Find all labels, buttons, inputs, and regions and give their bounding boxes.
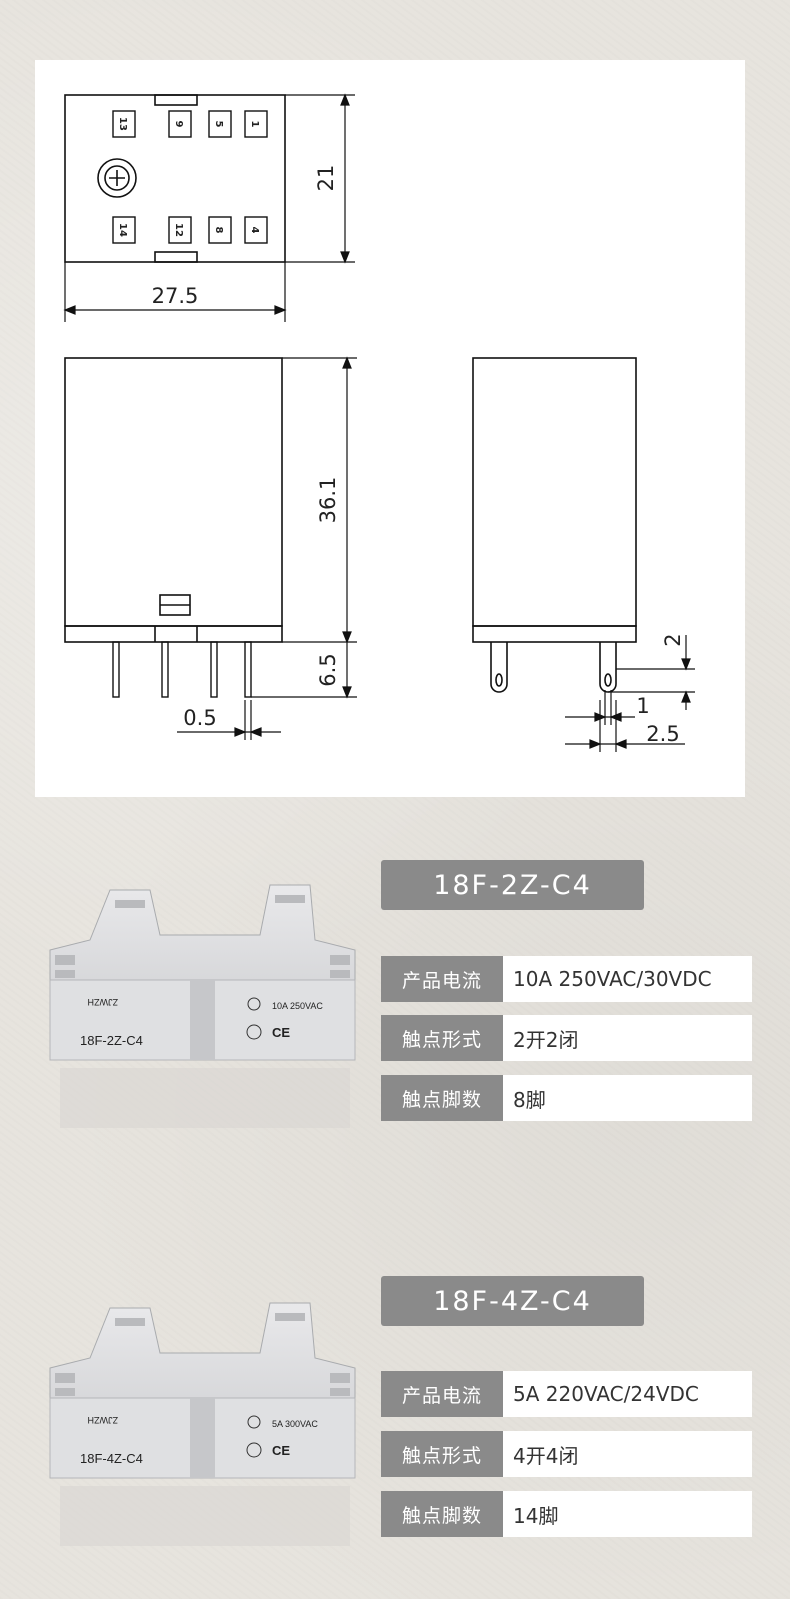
dimension-height: 36.1 bbox=[316, 477, 340, 524]
pin-label: 9 bbox=[173, 121, 184, 128]
side-pin-right bbox=[599, 642, 617, 693]
spec-key: 触点脚数 bbox=[381, 1075, 503, 1121]
dimension-pin-width: 2.5 bbox=[646, 722, 679, 746]
pin-label: 4 bbox=[249, 227, 260, 234]
relay-socket-image-2: ZJWZH 18F-4Z-C4 5A 300VAC CE bbox=[40, 1298, 370, 1558]
spec-value: 4开4闭 bbox=[503, 1431, 752, 1477]
spec-row: 触点形式 2开2闭 bbox=[381, 1015, 752, 1061]
top-view-notch-bottom bbox=[154, 251, 198, 263]
spec-key: 产品电流 bbox=[381, 956, 503, 1002]
csa-mark-icon bbox=[246, 1024, 262, 1040]
side-view-outline bbox=[472, 357, 637, 627]
front-view-outline bbox=[64, 357, 283, 627]
ul-mark-icon bbox=[247, 997, 261, 1011]
spec-row: 触点形式 4开4闭 bbox=[381, 1431, 752, 1477]
ce-mark-icon: CE bbox=[272, 1025, 290, 1040]
spec-value: 5A 220VAC/24VDC bbox=[503, 1371, 752, 1417]
front-view-base bbox=[64, 625, 283, 643]
dimension-pin-thickness: 0.5 bbox=[183, 706, 216, 730]
pin-label: 14 bbox=[117, 223, 128, 237]
spec-key: 产品电流 bbox=[381, 1371, 503, 1417]
pin-label: 12 bbox=[173, 223, 184, 237]
csa-mark-icon bbox=[246, 1442, 262, 1458]
dimension-pin-offset: 2 bbox=[661, 633, 685, 646]
side-view-base bbox=[472, 625, 637, 643]
socket-model-label: 18F-2Z-C4 bbox=[80, 1033, 143, 1048]
socket-model-label: 18F-4Z-C4 bbox=[80, 1451, 143, 1466]
spec-key: 触点形式 bbox=[381, 1431, 503, 1477]
socket-brand-mark: ZJWZH bbox=[88, 997, 119, 1007]
spec-row: 触点脚数 14脚 bbox=[381, 1491, 752, 1537]
ce-mark-icon: CE bbox=[272, 1443, 290, 1458]
dimension-depth: 21 bbox=[314, 165, 338, 192]
spec-row: 触点脚数 8脚 bbox=[381, 1075, 752, 1121]
pin-label: 1 bbox=[249, 121, 260, 128]
spec-value: 2开2闭 bbox=[503, 1015, 752, 1061]
spec-row: 产品电流 5A 220VAC/24VDC bbox=[381, 1371, 752, 1417]
pin-label: 5 bbox=[213, 121, 224, 128]
product-model-title: 18F-4Z-C4 bbox=[381, 1276, 644, 1326]
dimension-pin-length: 6.5 bbox=[316, 653, 340, 686]
dimension-width: 27.5 bbox=[152, 284, 199, 308]
spec-value: 10A 250VAC/30VDC bbox=[503, 956, 752, 1002]
socket-rating-label: 10A 250VAC bbox=[272, 1001, 323, 1011]
side-pin-left bbox=[490, 642, 508, 693]
relay-dimension-drawing: 13 9 5 1 14 12 8 4 27.5 21 bbox=[63, 93, 695, 752]
spec-row: 产品电流 10A 250VAC/30VDC bbox=[381, 956, 752, 1002]
socket-brand-mark: ZJWZH bbox=[88, 1415, 119, 1425]
test-button-icon bbox=[97, 158, 137, 198]
socket-rating-label: 5A 300VAC bbox=[272, 1419, 318, 1429]
spec-key: 触点脚数 bbox=[381, 1491, 503, 1537]
product-model-title: 18F-2Z-C4 bbox=[381, 860, 644, 910]
dimension-pin-hole: 1 bbox=[636, 694, 649, 718]
pin-label: 13 bbox=[117, 117, 128, 131]
spec-key: 触点形式 bbox=[381, 1015, 503, 1061]
spec-value: 8脚 bbox=[503, 1075, 752, 1121]
spec-value: 14脚 bbox=[503, 1491, 752, 1537]
ul-mark-icon bbox=[247, 1415, 261, 1429]
dimension-drawing-panel: 13 9 5 1 14 12 8 4 27.5 21 bbox=[35, 60, 745, 797]
relay-socket-image-1: ZJWZH 18F-2Z-C4 10A 250VAC CE bbox=[40, 880, 370, 1140]
top-view-notch-top bbox=[154, 94, 198, 106]
pin-label: 8 bbox=[213, 227, 224, 234]
